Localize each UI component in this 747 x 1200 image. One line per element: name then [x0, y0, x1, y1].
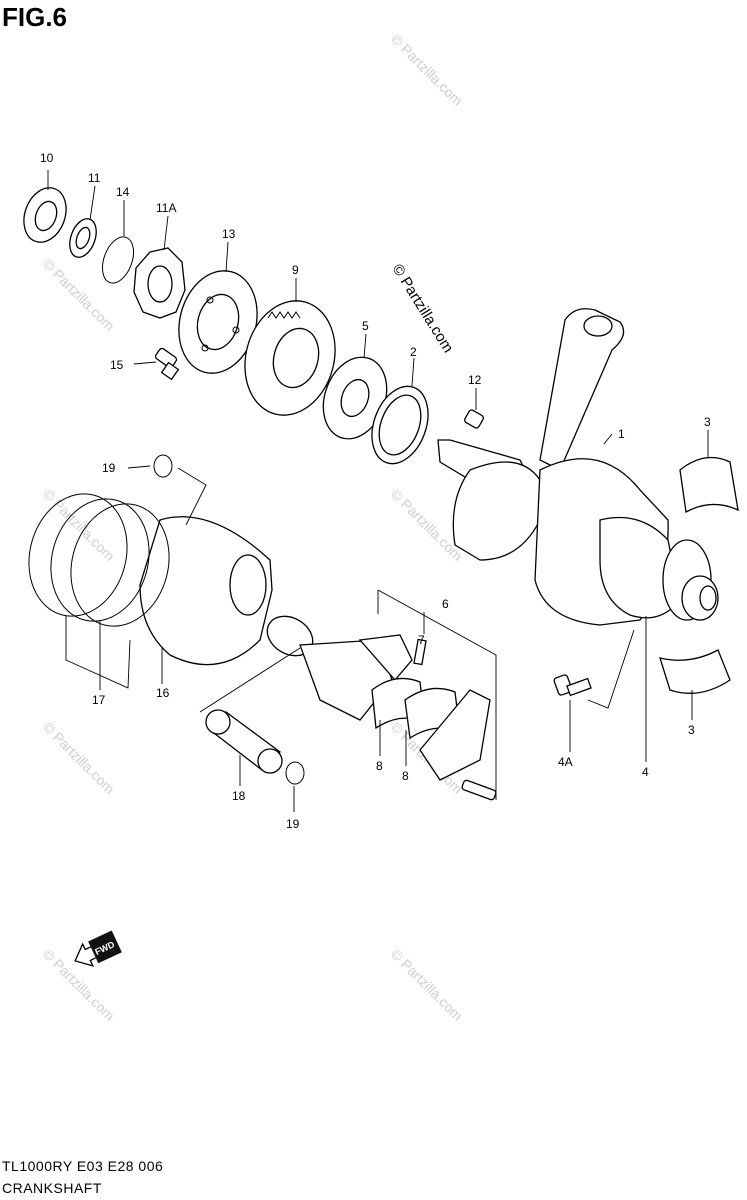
- part-6-rod-cap: [419, 689, 497, 801]
- watermarks: © Partzilla.com © Partzilla.com © Partzi…: [40, 31, 466, 1024]
- part-7-rod-bolt: [413, 638, 427, 666]
- callout-13: 13: [222, 227, 236, 241]
- watermark-3: © Partzilla.com: [40, 486, 118, 564]
- callout-19-upper: 19: [102, 461, 116, 475]
- callout-6: 6: [442, 597, 449, 611]
- callout-18: 18: [232, 789, 246, 803]
- part-3-bearing-lower: [659, 649, 731, 694]
- callout-15: 15: [110, 358, 124, 372]
- fwd-arrow-icon: FWD: [74, 930, 122, 967]
- part-14-circlip: [101, 236, 135, 284]
- leader-lines: [47, 170, 709, 812]
- part-12-key: [464, 409, 484, 429]
- callout-2: 2: [410, 345, 417, 359]
- callout-1: 1: [618, 427, 625, 441]
- figure-title: FIG.6: [2, 2, 68, 32]
- part-13-primary-gear: [178, 270, 258, 374]
- callout-11a: 11A: [156, 201, 176, 215]
- callout-17: 17: [92, 693, 106, 707]
- callout-8-first: 8: [376, 759, 383, 773]
- callout-10: 10: [40, 151, 54, 165]
- part-5-thrust-washer: [322, 356, 388, 440]
- part-2-thrust-ring: [371, 385, 429, 465]
- callout-3-lower: 3: [688, 723, 695, 737]
- callout-14: 14: [116, 185, 130, 199]
- part-15-bolt: [154, 347, 180, 381]
- callout-4: 4: [642, 765, 649, 779]
- part-1-crankshaft: [437, 308, 719, 626]
- part-16-piston: [139, 516, 273, 666]
- part-19-piston-pin-clip-upper: [153, 454, 173, 478]
- watermark-5: © Partzilla.com: [40, 719, 118, 797]
- part-4a-bolt: [553, 674, 592, 697]
- part-18-piston-pin: [205, 709, 283, 774]
- part-10-oil-seal: [23, 187, 67, 243]
- model-code-caption: TL1000RY E03 E28 006: [2, 1158, 164, 1174]
- part-11-washer: [69, 218, 97, 258]
- callout-8-second: 8: [402, 769, 409, 783]
- watermark-2: © Partzilla.com: [40, 256, 118, 334]
- watermark-dark: © Partzilla.com: [389, 261, 457, 356]
- callout-11: 11: [88, 171, 101, 185]
- part-19-piston-pin-clip-lower: [285, 761, 305, 785]
- part-6-connecting-rod: [266, 615, 413, 721]
- callout-7: 7: [418, 633, 425, 647]
- callouts: 10 11 14 11A 13 9 5 2 12 15 1 3 19 6 7 1…: [40, 151, 711, 831]
- part-11a-lock-washer: [133, 247, 186, 319]
- part-9-gear: [244, 300, 336, 416]
- watermark-1: © Partzilla.com: [388, 31, 466, 109]
- callout-5: 5: [362, 319, 369, 333]
- callout-3-upper: 3: [704, 415, 711, 429]
- part-17-piston-rings: [28, 493, 170, 627]
- watermark-8: © Partzilla.com: [388, 946, 466, 1024]
- section-name-caption: CRANKSHAFT: [2, 1180, 102, 1196]
- callout-19-lower: 19: [286, 817, 300, 831]
- callout-9: 9: [292, 263, 299, 277]
- part-3-bearing-upper: [679, 456, 739, 514]
- callout-4a: 4A: [558, 755, 573, 769]
- callout-16: 16: [156, 686, 170, 700]
- callout-12: 12: [468, 373, 482, 387]
